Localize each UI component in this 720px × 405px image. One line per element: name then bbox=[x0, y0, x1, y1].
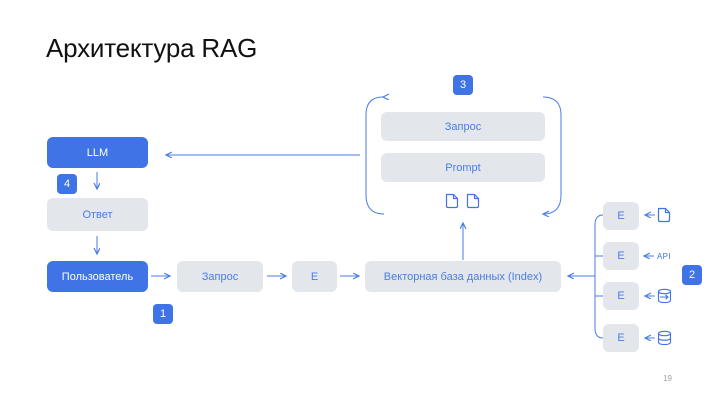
context-prompt-box: Prompt bbox=[381, 153, 545, 182]
vector-db-box: Векторная база данных (Index) bbox=[365, 261, 561, 292]
answer-box: Ответ bbox=[47, 198, 148, 231]
llm-box: LLM bbox=[47, 137, 148, 168]
database-icon bbox=[657, 330, 672, 346]
source-embedding-box: E bbox=[603, 324, 639, 352]
document-icon bbox=[445, 193, 459, 209]
document-icon bbox=[657, 207, 671, 223]
user-box: Пользователь bbox=[47, 261, 148, 292]
step-badge-4: 4 bbox=[57, 174, 77, 194]
database-arrow-icon bbox=[657, 288, 672, 304]
api-icon: API bbox=[657, 252, 671, 261]
step-badge-3: 3 bbox=[453, 75, 473, 95]
embedding-box: E bbox=[292, 261, 337, 292]
document-icon bbox=[466, 193, 480, 209]
source-embedding-box: E bbox=[603, 242, 639, 270]
step-badge-1: 1 bbox=[153, 304, 173, 324]
page-number: 19 bbox=[663, 374, 672, 383]
context-query-box: Запрос bbox=[381, 112, 545, 141]
source-embedding-box: E bbox=[603, 282, 639, 310]
source-embedding-box: E bbox=[603, 202, 639, 230]
query-box: Запрос bbox=[177, 261, 263, 292]
slide-title: Архитектура RAG bbox=[46, 33, 258, 63]
step-badge-2: 2 bbox=[682, 265, 702, 285]
